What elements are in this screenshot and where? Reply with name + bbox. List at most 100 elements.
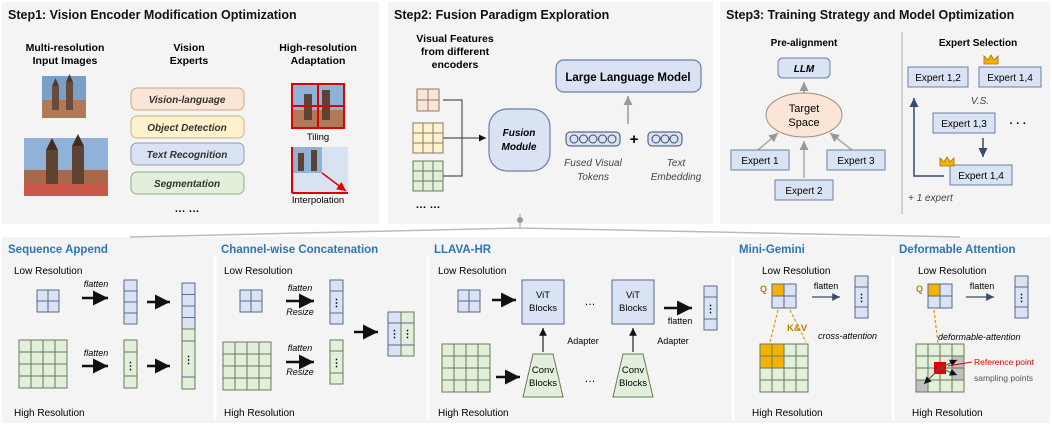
svg-text:Resize: Resize [286, 367, 314, 377]
cathedral-photo-large [24, 134, 108, 196]
svg-text:Blocks: Blocks [619, 378, 647, 389]
tiling-image [291, 83, 345, 129]
fused-tokens-label: Fused Visual [564, 158, 622, 169]
target-space-ellipse: Target Space [765, 92, 843, 138]
svg-text:ViT: ViT [626, 290, 640, 301]
svg-text:…: … [585, 296, 596, 308]
features-to-fusion-arrow [443, 99, 486, 177]
svg-text:flatten: flatten [970, 281, 995, 291]
svg-text:Expert 1,4: Expert 1,4 [987, 73, 1033, 84]
chan-concat-block [387, 311, 415, 357]
llava-high-res-label: High Resolution [438, 408, 509, 419]
svg-text:Expert 1,2: Expert 1,2 [915, 73, 961, 84]
seq-high-grid [18, 339, 68, 389]
llava-low-grid [457, 289, 481, 313]
cross-attention-label: cross-attention [818, 331, 877, 341]
deformable-attention-label: deformable-attention [938, 332, 1021, 342]
feature-grid-green [412, 160, 444, 192]
svg-text:Fusion: Fusion [503, 128, 536, 139]
svg-text:Expert 3: Expert 3 [837, 156, 875, 167]
chan-high-grid [222, 341, 272, 391]
interpolation-image [291, 147, 348, 194]
svg-text:flatten: flatten [288, 343, 313, 353]
llava-high-grid [441, 343, 491, 393]
svg-text:Expert 1,4: Expert 1,4 [958, 171, 1004, 182]
svg-text:⋮: ⋮ [1017, 293, 1027, 304]
llava-low-res-label: Low Resolution [438, 266, 506, 277]
svg-text:Segmentation: Segmentation [154, 179, 220, 190]
expert-3-box: Expert 3 [826, 149, 886, 171]
seq-high-res-label: High Resolution [14, 408, 85, 419]
sel-expert-1-4-top: Expert 1,4 [978, 66, 1042, 88]
prealign-label: Pre-alignment [771, 38, 838, 49]
chan-low-res-label: Low Resolution [224, 266, 292, 277]
svg-text:Object Detection: Object Detection [147, 123, 226, 134]
seq-appended-column [181, 282, 196, 390]
step3-title: Step3: Training Strategy and Model Optim… [726, 8, 1014, 22]
svg-text:Expert 1: Expert 1 [741, 156, 779, 167]
deform-low-res-label: Low Resolution [918, 266, 986, 277]
svg-text:Space: Space [788, 117, 819, 129]
vit-blocks-1: ViT Blocks [521, 279, 565, 325]
svg-text:Module: Module [502, 142, 537, 153]
svg-text:Adaptation: Adaptation [291, 55, 346, 67]
expert-selection-label: Expert Selection [939, 38, 1017, 49]
feature-grid-yellow [412, 122, 444, 154]
fusion-module: Fusion Module [488, 108, 551, 172]
step1-col3-label: High-resolution [279, 42, 357, 54]
svg-text:flatten: flatten [84, 348, 109, 358]
reference-point-label: Reference point [974, 357, 1035, 367]
llava-hr-title: LLAVA-HR [434, 244, 492, 256]
seq-high-column [123, 339, 138, 389]
svg-text:Blocks: Blocks [619, 303, 647, 314]
svg-text:Conv: Conv [532, 365, 554, 376]
step3-llm-box: LLM [777, 57, 831, 79]
llava-output-column [703, 285, 718, 331]
step1-col2-label: Vision [173, 42, 204, 54]
selection-dots: · · · [1009, 118, 1026, 130]
svg-text:…: … [585, 373, 596, 385]
svg-text:Expert 2: Expert 2 [785, 186, 823, 197]
seq-low-grid [36, 289, 60, 313]
sequence-append-title: Sequence Append [8, 244, 108, 256]
conv-blocks-2: Conv Blocks [612, 353, 654, 398]
interpolation-label: Interpolation [292, 195, 344, 206]
chan-high-res-label: High Resolution [224, 408, 295, 419]
svg-text:Expert 1,3: Expert 1,3 [941, 119, 987, 130]
mini-gemini-title: Mini-Gemini [739, 244, 805, 256]
step1-ellipsis: … … [174, 203, 199, 215]
svg-text:⋮: ⋮ [184, 355, 194, 366]
crown-icon [983, 54, 999, 65]
visual-features-label: Visual Features [416, 33, 494, 45]
fused-visual-tokens [565, 131, 621, 147]
deform-high-res-label: High Resolution [912, 408, 983, 419]
cathedral-photo-small [42, 74, 86, 118]
query-label: Q [760, 284, 767, 294]
svg-text:flatten: flatten [668, 316, 693, 326]
text-embedding-label: Text [667, 158, 687, 169]
svg-text:⋮: ⋮ [126, 361, 136, 372]
seq-low-column [123, 279, 138, 325]
vit-blocks-2: ViT Blocks [611, 279, 655, 325]
seq-low-res-label: Low Resolution [14, 266, 82, 277]
svg-text:Conv: Conv [622, 365, 644, 376]
mini-high-res-label: High Resolution [752, 408, 823, 419]
expert-2-box: Expert 2 [774, 179, 834, 201]
svg-text:Input Images: Input Images [33, 55, 98, 67]
sampling-points-label: sampling points [974, 373, 1033, 383]
svg-text:Resize: Resize [286, 307, 314, 317]
sel-expert-1-2: Expert 1,2 [907, 66, 969, 88]
svg-text:flatten: flatten [814, 281, 839, 291]
feature-grid-orange [416, 88, 440, 112]
svg-text:⋮: ⋮ [390, 329, 400, 340]
svg-text:ViT: ViT [536, 290, 550, 301]
svg-text:Text Recognition: Text Recognition [147, 150, 228, 161]
svg-text:LLM: LLM [794, 64, 815, 75]
chan-low-column [329, 279, 344, 325]
svg-text:⋮: ⋮ [403, 329, 413, 340]
svg-text:Adapter: Adapter [567, 336, 599, 346]
chan-high-column [329, 339, 344, 385]
mini-low-res-label: Low Resolution [762, 266, 830, 277]
step1-title: Step1: Vision Encoder Modification Optim… [8, 8, 297, 22]
